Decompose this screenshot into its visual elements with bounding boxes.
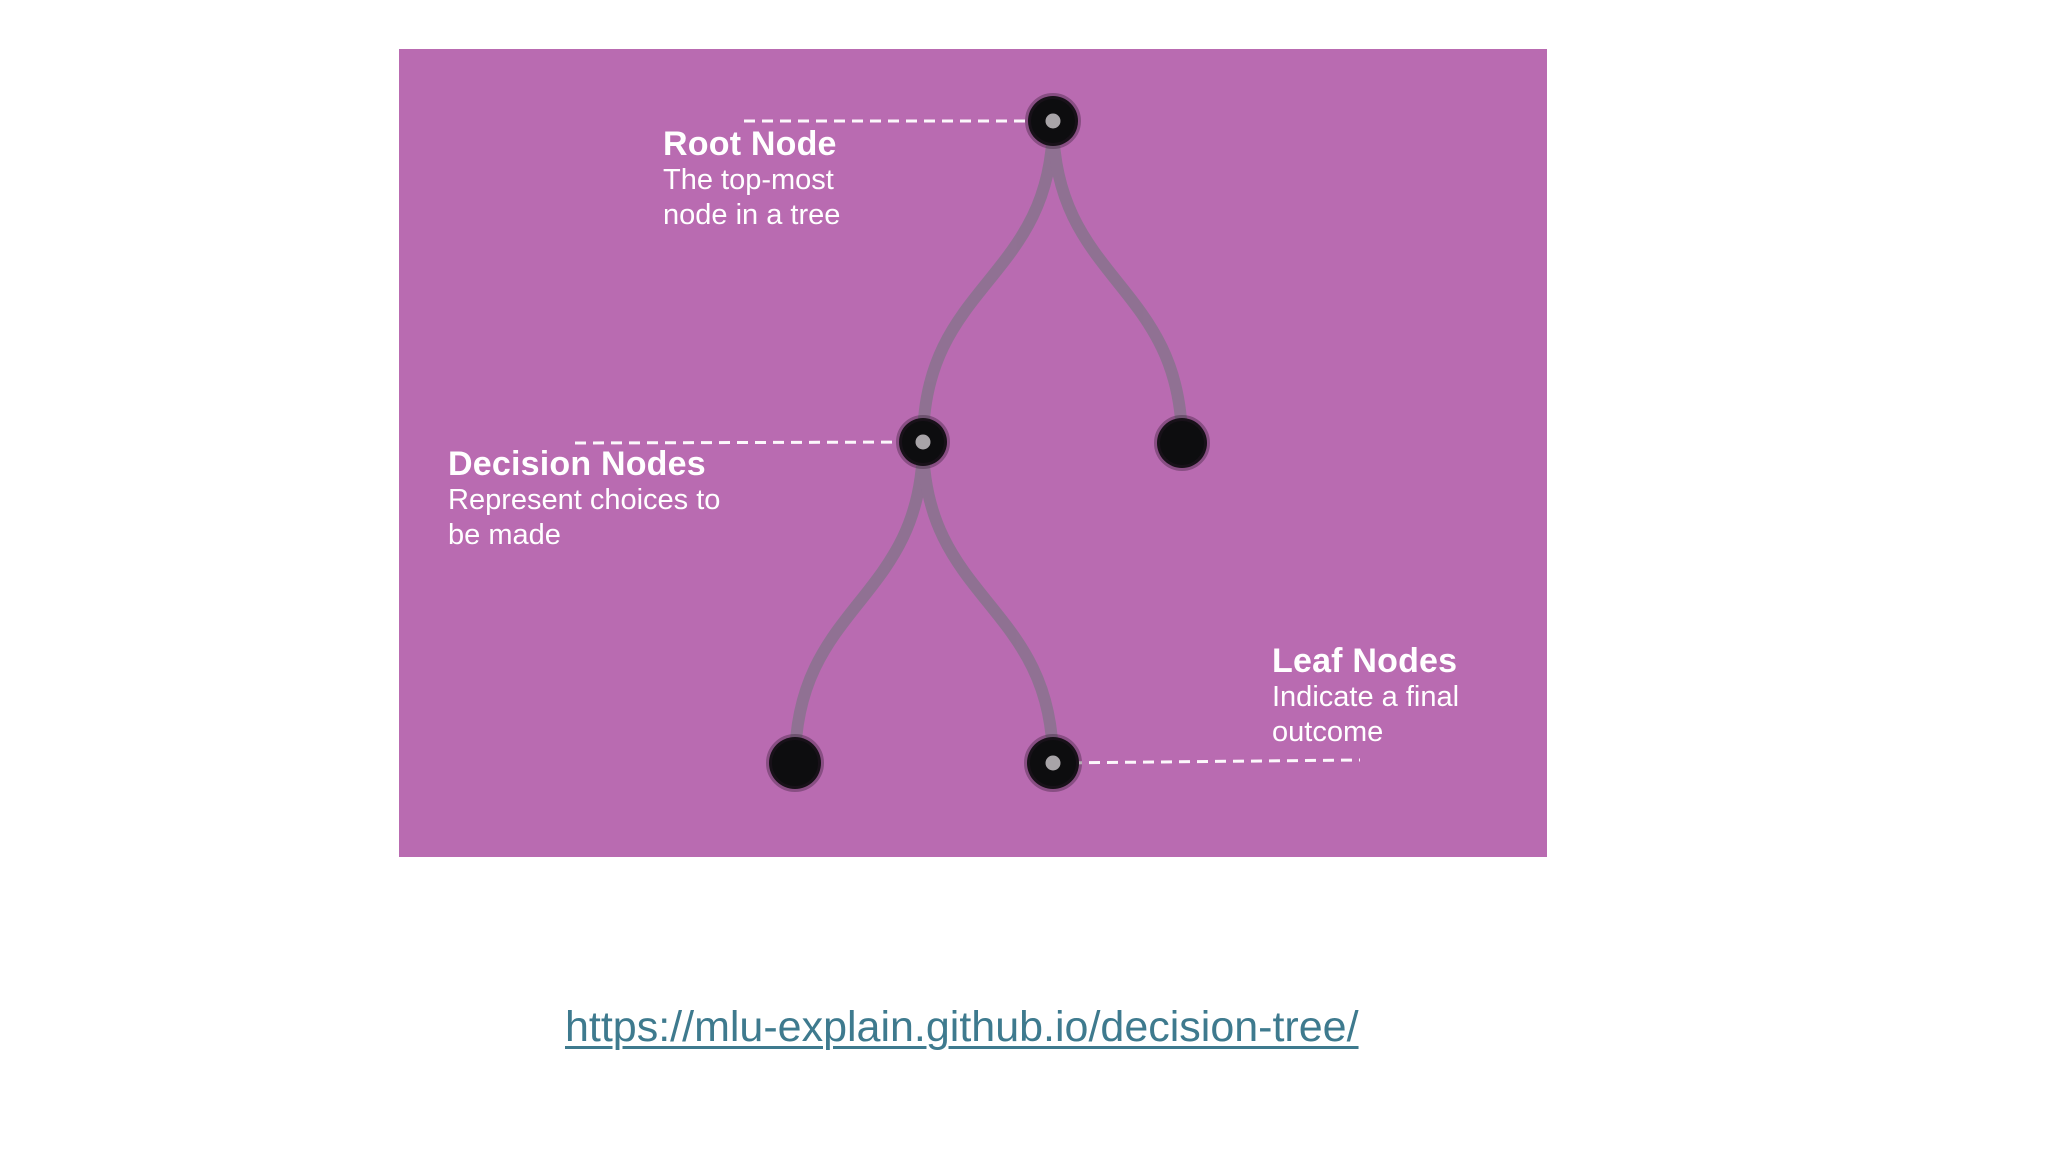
decision-label-line1: Represent choices to (448, 484, 721, 516)
leaf-nodes-label: Leaf Nodes Indicate a final outcome (1272, 642, 1459, 750)
leaf-label-line1: Indicate a final (1272, 681, 1460, 713)
root-label-line1: The top-most (663, 164, 834, 196)
source-link[interactable]: https://mlu-explain.github.io/decision-t… (565, 1003, 1359, 1051)
tree-diagram (574, 93, 1361, 792)
leaf-anchor-dot (1045, 755, 1061, 771)
decision-nodes-label: Decision Nodes Represent choices to be m… (448, 445, 720, 553)
root-label-title: Root Node (663, 125, 837, 163)
decision-label-title: Decision Nodes (448, 445, 706, 483)
leaf-callout-line (1052, 758, 1361, 765)
root-anchor-dot (1045, 113, 1061, 129)
edge-root-to-right-child (1047, 115, 1188, 449)
edge-decision-to-right-leaf (917, 436, 1059, 769)
decision-callout-line (574, 440, 924, 445)
root-label-line2: node in a tree (663, 199, 841, 231)
edge-decision-to-left-leaf (789, 436, 929, 769)
edge-root-to-decision (917, 115, 1059, 448)
root-node-label: Root Node The top-most node in a tree (663, 125, 840, 233)
decision-label-line2: be made (448, 519, 561, 551)
right-child-node (1154, 415, 1210, 471)
decision-anchor-dot (915, 434, 931, 450)
leaf-label-title: Leaf Nodes (1272, 642, 1458, 680)
decision-tree-figure: Root Node The top-most node in a tree De… (399, 49, 1547, 857)
left-leaf-node (766, 734, 824, 792)
leaf-label-line2: outcome (1272, 716, 1384, 748)
